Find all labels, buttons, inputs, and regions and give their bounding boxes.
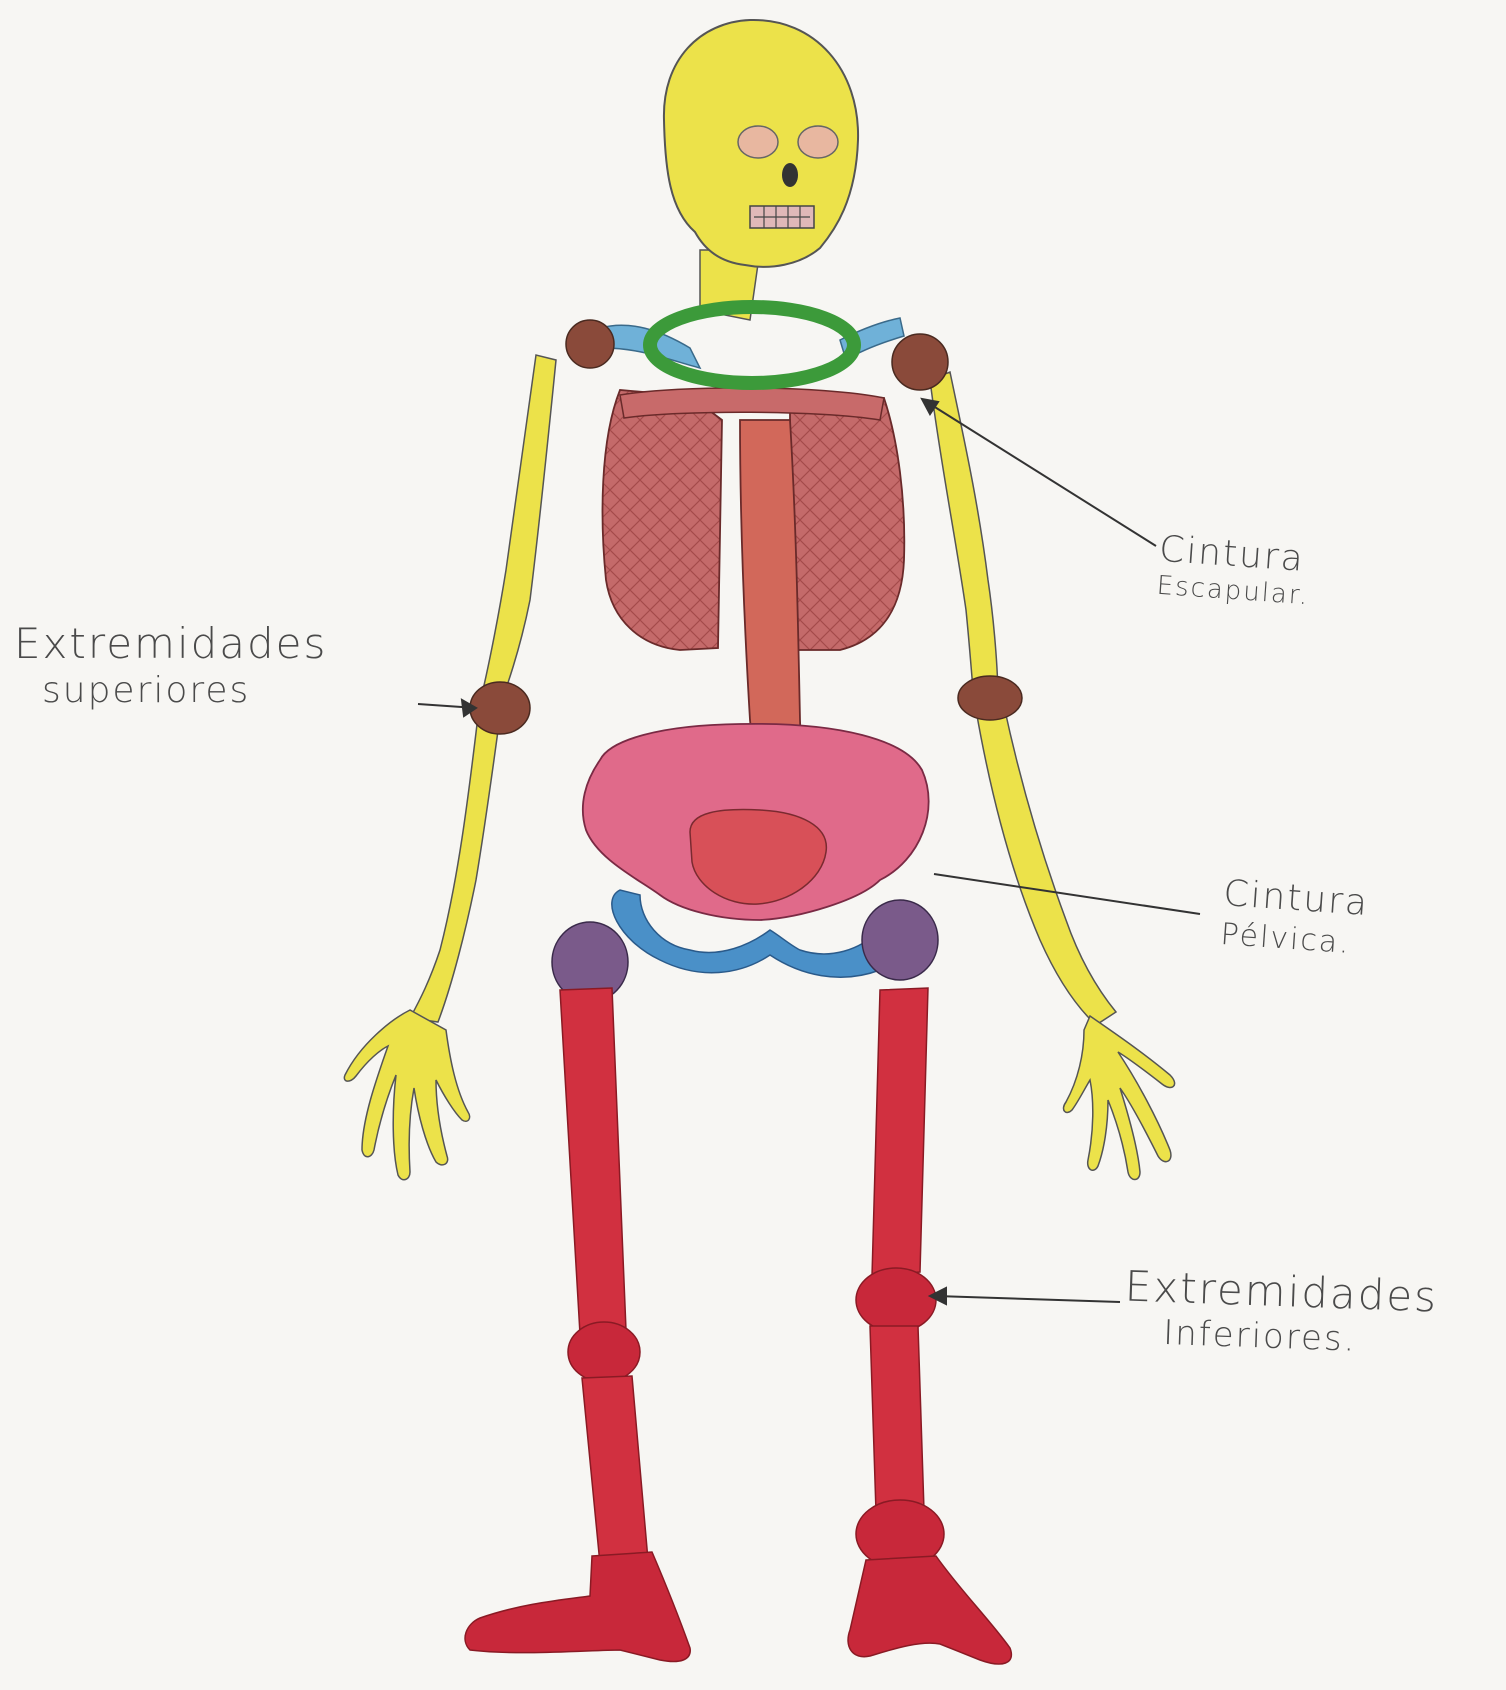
right-hip-joint xyxy=(862,900,938,980)
leader-pelvica xyxy=(934,874,1200,914)
label-cintura-pelvica: Cintura Pélvica. xyxy=(1220,875,1371,960)
left-foot xyxy=(465,1552,690,1662)
leader-inferiores xyxy=(936,1296,1120,1302)
right-hand xyxy=(1064,1016,1175,1180)
left-leg xyxy=(465,988,690,1662)
label-pelvica-line1: Cintura xyxy=(1222,875,1370,923)
skull xyxy=(664,20,858,267)
left-arm xyxy=(344,355,556,1180)
left-eye-socket xyxy=(738,126,778,158)
right-leg xyxy=(848,988,1011,1664)
label-extremidades-superiores: Extremidades superiores xyxy=(14,622,327,710)
label-superiores-line2: superiores xyxy=(42,672,327,710)
right-knee-joint xyxy=(856,1268,936,1332)
left-knee-joint xyxy=(568,1322,640,1382)
left-hand xyxy=(344,1010,469,1180)
pelvis xyxy=(583,724,929,920)
label-superiores-line1: Extremidades xyxy=(14,622,327,666)
right-foot xyxy=(848,1556,1011,1664)
right-eye-socket xyxy=(798,126,838,158)
label-extremidades-inferiores: Extremidades Inferiores. xyxy=(1123,1265,1439,1362)
label-inferiores-line1: Extremidades xyxy=(1124,1265,1439,1320)
left-shoulder-joint xyxy=(566,320,614,368)
right-shoulder-joint xyxy=(892,334,948,390)
nose-cavity xyxy=(782,163,798,187)
right-arm xyxy=(930,372,1175,1180)
right-elbow-joint xyxy=(958,676,1022,720)
label-cintura-escapular: Cintura Escapular. xyxy=(1156,531,1313,611)
left-elbow-joint xyxy=(470,682,530,734)
